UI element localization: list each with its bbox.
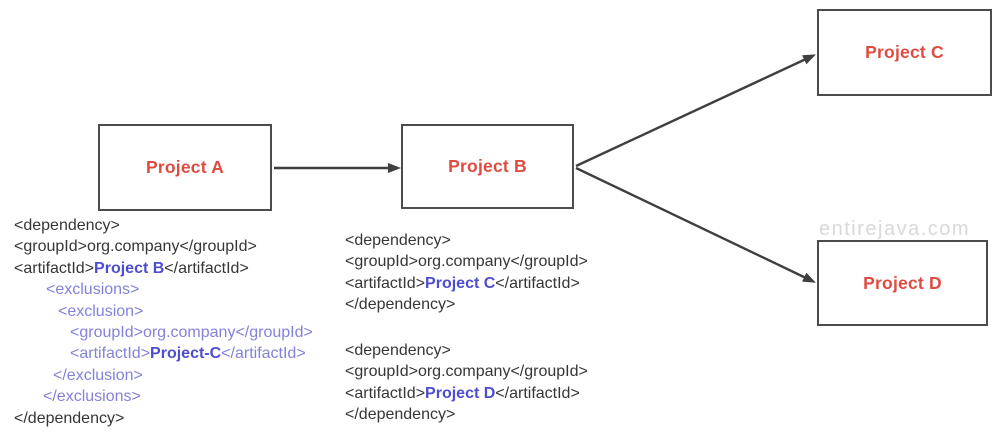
code-segment: <groupId>org.company</groupId> bbox=[345, 253, 588, 271]
arrow-b-to-d bbox=[575, 166, 816, 283]
node-project-c: Project C bbox=[817, 9, 992, 96]
code-block-project-b-dependency-d: <dependency> <groupId>org.company</groupI… bbox=[345, 340, 588, 426]
code-segment: <artifactId> bbox=[70, 345, 151, 363]
code-line: <dependency> bbox=[345, 340, 588, 361]
node-project-d: Project D bbox=[817, 240, 988, 326]
code-line: <exclusion> bbox=[14, 301, 313, 322]
code-segment: <exclusions> bbox=[46, 281, 140, 299]
code-segment: </artifactId> bbox=[495, 384, 580, 402]
code-segment: Project B bbox=[94, 259, 165, 277]
code-segment: <artifactId> bbox=[14, 259, 95, 277]
code-line: <groupId>org.company</groupId> bbox=[14, 236, 313, 257]
code-segment: </exclusions> bbox=[43, 388, 141, 406]
code-segment: Project-C bbox=[150, 345, 222, 363]
code-line: </dependency> bbox=[345, 404, 588, 425]
code-segment: </dependency> bbox=[345, 296, 456, 314]
node-label-project-b: Project B bbox=[448, 156, 527, 176]
code-line: <dependency> bbox=[14, 215, 313, 236]
code-segment: <dependency> bbox=[14, 217, 120, 234]
code-segment: </artifactId> bbox=[495, 274, 580, 292]
node-label-project-d: Project D bbox=[863, 272, 942, 293]
code-line: <groupId>org.company</groupId> bbox=[14, 322, 313, 343]
code-segment: <artifactId> bbox=[345, 274, 426, 292]
code-segment: <groupId>org.company</groupId> bbox=[14, 238, 257, 256]
code-segment: </exclusion> bbox=[53, 366, 143, 384]
code-segment: </artifactId> bbox=[221, 345, 306, 363]
code-segment: Project C bbox=[425, 274, 496, 292]
code-block-project-a-dependency: <dependency> <groupId>org.company</groupI… bbox=[14, 215, 313, 429]
code-segment: <artifactId> bbox=[345, 384, 426, 402]
code-segment: <groupId>org.company</groupId> bbox=[70, 323, 313, 341]
code-segment: </dependency> bbox=[14, 409, 125, 427]
watermark: entirejava.com bbox=[819, 218, 971, 240]
node-label-project-c: Project C bbox=[865, 42, 944, 62]
code-segment: <dependency> bbox=[345, 232, 451, 249]
code-line: <groupId>org.company</groupId> bbox=[345, 361, 588, 382]
code-line: <artifactId>Project D</artifactId> bbox=[345, 383, 588, 404]
node-label-project-a: Project A bbox=[146, 157, 224, 177]
code-segment: Project D bbox=[425, 384, 496, 402]
code-line: </exclusions> bbox=[14, 386, 313, 407]
code-line: <dependency> bbox=[345, 230, 588, 251]
arrow-b-to-c bbox=[575, 54, 816, 168]
code-line: <exclusions> bbox=[14, 279, 313, 300]
code-line: </exclusion> bbox=[14, 365, 313, 386]
code-line: <artifactId>Project B</artifactId> bbox=[14, 258, 313, 279]
code-line: <groupId>org.company</groupId> bbox=[345, 251, 588, 272]
code-line: </dependency> bbox=[345, 294, 588, 315]
code-segment: <exclusion> bbox=[58, 302, 144, 320]
code-line: <artifactId>Project-C</artifactId> bbox=[14, 343, 313, 364]
code-segment: <groupId>org.company</groupId> bbox=[345, 363, 588, 381]
code-segment: </artifactId> bbox=[164, 259, 249, 277]
node-project-a: Project A bbox=[98, 124, 272, 211]
code-line: <artifactId>Project C</artifactId> bbox=[345, 273, 588, 294]
node-project-b: Project B bbox=[401, 124, 574, 209]
code-block-project-b-dependency-c: <dependency> <groupId>org.company</groupI… bbox=[345, 230, 588, 316]
code-line: </dependency> bbox=[14, 408, 313, 429]
code-segment: </dependency> bbox=[345, 406, 456, 424]
code-segment: <dependency> bbox=[345, 342, 451, 359]
